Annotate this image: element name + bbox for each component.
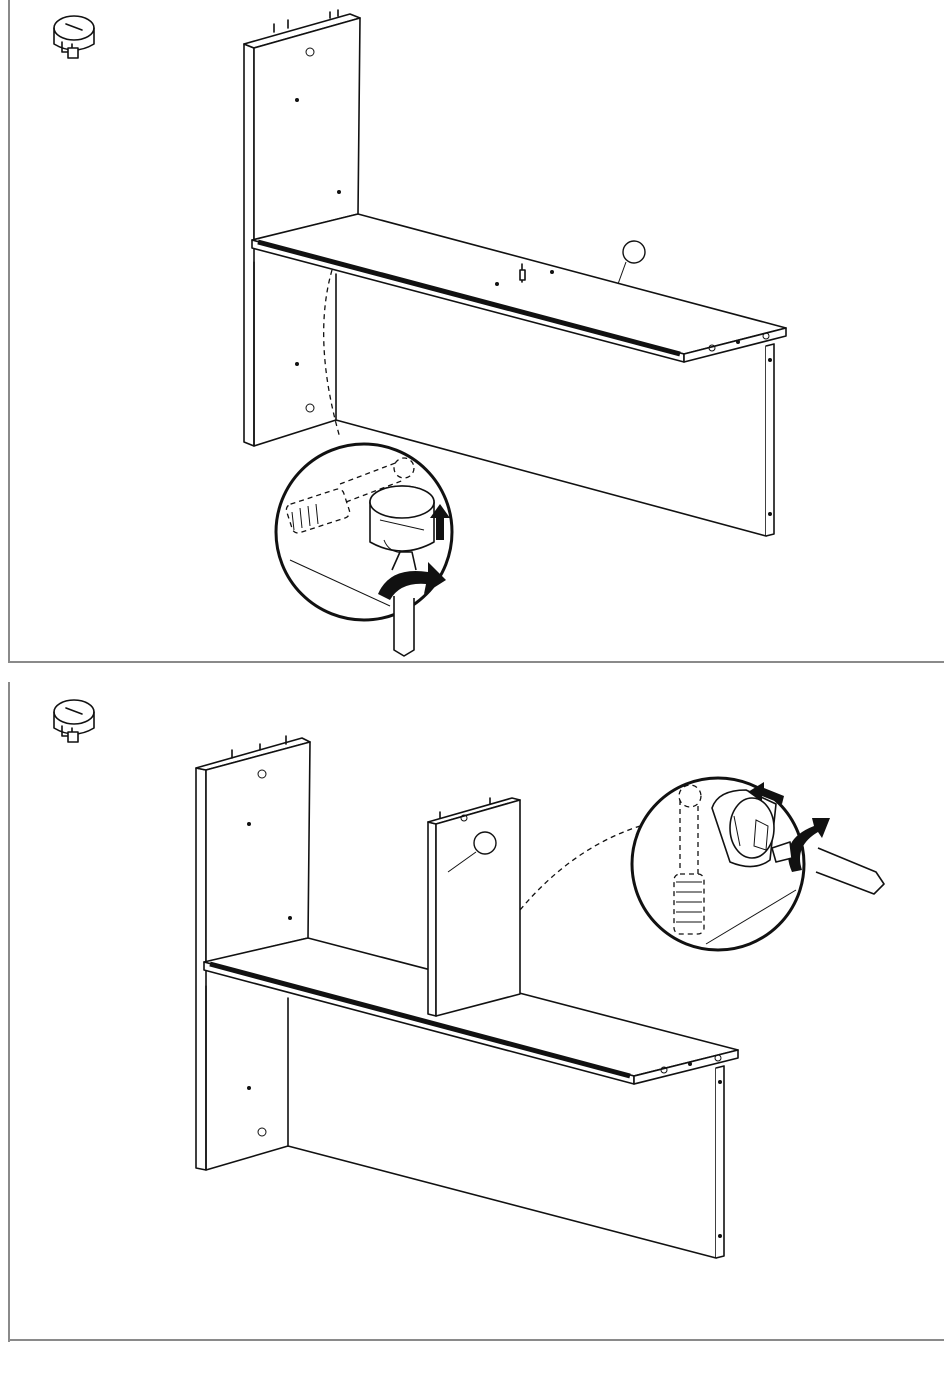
cam-lock-body-icon [370, 486, 434, 553]
assembly-step-2 [0, 672, 950, 1346]
cam-lock-icon [54, 700, 94, 742]
cam-lock-detail [632, 778, 884, 950]
detail-lead-line [324, 270, 340, 438]
bottom-shelf [252, 214, 786, 362]
part-callout [618, 241, 645, 284]
middle-divider-panel [428, 798, 520, 1016]
cam-lock-detail [276, 444, 452, 656]
assembly-step-1 [0, 0, 950, 668]
step-2-illustration [0, 672, 950, 1346]
step-1-illustration [0, 0, 950, 668]
cam-lock-icon [54, 16, 94, 58]
screwdriver-icon [392, 552, 416, 656]
detail-lead-line [520, 826, 640, 910]
